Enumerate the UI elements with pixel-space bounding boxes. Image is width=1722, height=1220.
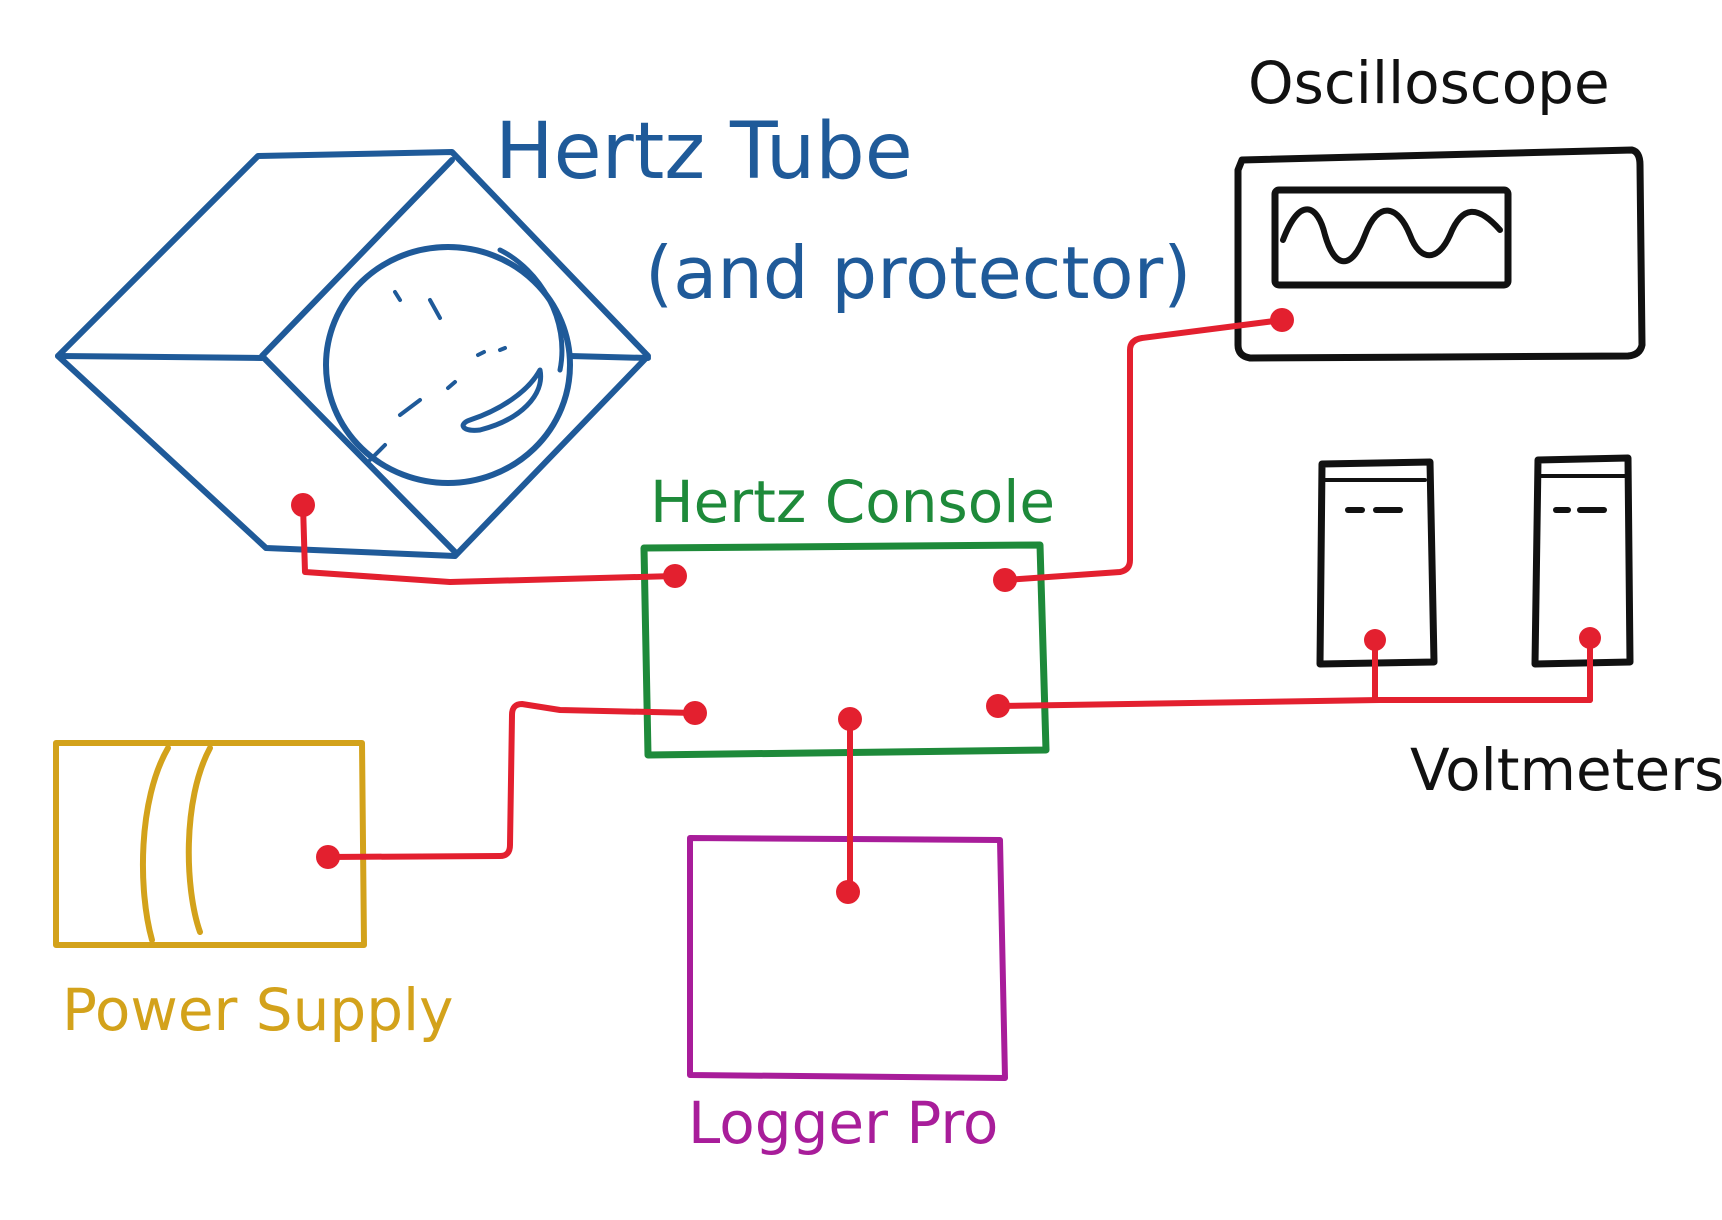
power-supply-curve-1: [139, 745, 171, 943]
oscilloscope-terminal-dot: [1270, 308, 1294, 332]
power-supply-curve-2: [185, 745, 213, 935]
connection-points: [291, 308, 1601, 904]
power-supply-label: Power Supply: [62, 976, 453, 1044]
hertz-tube-sublabel: (and protector): [645, 231, 1191, 315]
console-bottom-center-dot: [838, 707, 862, 731]
power-supply-terminal-dot: [316, 845, 340, 869]
oscilloscope-waveform: [1280, 206, 1503, 265]
tube-edge-right: [567, 353, 651, 361]
tube-bulb-detail-3: [393, 290, 402, 302]
console-top-left-dot: [663, 564, 687, 588]
wire-power-to-console: [325, 701, 698, 860]
logger-pro-body: [687, 835, 1008, 1081]
hertz-tube: [55, 149, 651, 559]
tube-bulb-detail-9: [368, 443, 387, 462]
tube-front-face: [259, 157, 458, 555]
oscilloscope-body: [1234, 146, 1646, 362]
logger-pro: [687, 835, 1008, 1081]
tube-bulb-detail-2: [428, 298, 442, 320]
oscilloscope: [1234, 146, 1646, 362]
voltmeter-2: [1531, 454, 1634, 668]
logger-pro-label: Logger Pro: [688, 1089, 998, 1157]
tube-bulb: [323, 244, 573, 486]
voltmeter-1: [1316, 458, 1438, 668]
power-supply-body: [53, 740, 367, 948]
voltmeter-2-terminal-dot: [1579, 627, 1601, 649]
voltmeter-1-terminal-dot: [1364, 629, 1386, 651]
console-bottom-right-dot: [986, 694, 1010, 718]
oscilloscope-screen: [1271, 186, 1512, 289]
tube-bulb-detail-5: [446, 380, 457, 390]
oscilloscope-label: Oscilloscope: [1248, 49, 1610, 117]
hertz-console-label: Hertz Console: [650, 468, 1055, 536]
hertz-console: [640, 541, 1050, 759]
wire-console-to-voltmeters: [995, 697, 1593, 709]
tube-bulb-detail-7: [498, 346, 507, 352]
voltmeter-2-body: [1531, 454, 1634, 668]
wire-console-to-oscilloscope: [1002, 317, 1285, 583]
tube-edge-left: [55, 353, 265, 361]
wires: [300, 317, 1593, 895]
console-top-right-dot: [993, 568, 1017, 592]
logger-pro-terminal-dot: [836, 880, 860, 904]
voltmeters-label: Voltmeters: [1410, 736, 1722, 804]
power-supply: [53, 740, 367, 948]
tube-bulb-detail-4: [398, 398, 422, 417]
tube-terminal-dot: [291, 493, 315, 517]
voltmeter-1-body: [1316, 458, 1438, 668]
hertz-tube-label: Hertz Tube: [495, 107, 913, 197]
console-bottom-left-dot: [683, 701, 707, 725]
voltmeters: [1316, 454, 1634, 668]
tube-bulb-detail-1: [497, 247, 565, 373]
hertz-console-body: [640, 541, 1050, 759]
tube-bulb-detail-8: [460, 367, 544, 433]
tube-bulb-detail-6: [476, 350, 486, 357]
wire-tube-to-console: [300, 502, 678, 585]
